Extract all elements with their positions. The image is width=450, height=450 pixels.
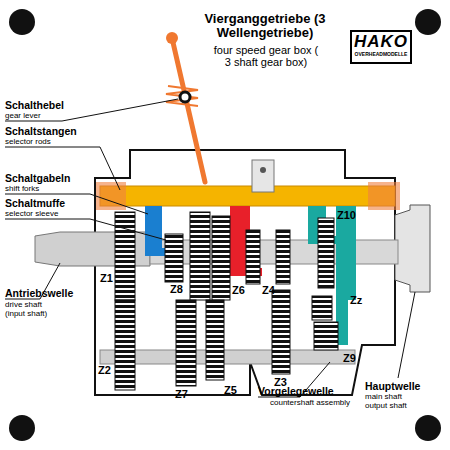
synchro-gear xyxy=(246,230,260,284)
callout-number: Z4 xyxy=(262,284,275,296)
part-name-english: selector sleeve xyxy=(5,210,58,219)
logo-subtext: OVERHEADMODELLE xyxy=(352,51,410,58)
leader-line xyxy=(398,292,415,378)
leader-line xyxy=(5,99,178,121)
subtitle: four speed gear box ( 3 shaft gear box) xyxy=(210,44,322,68)
mounting-hole xyxy=(415,9,441,35)
countershaft xyxy=(100,350,355,364)
reverse-fork xyxy=(336,206,356,345)
gear xyxy=(318,218,334,288)
gear xyxy=(276,230,290,284)
gear xyxy=(314,322,338,350)
gear xyxy=(115,212,135,300)
part-name: Schaltstangen xyxy=(5,126,77,138)
part-name: Vorgelegewelle xyxy=(258,386,334,398)
title: Vierganggetriebe (3 Wellengetriebe) xyxy=(195,12,335,41)
callout-number: Zz xyxy=(350,294,362,306)
gear xyxy=(176,300,196,386)
callout-number: Z10 xyxy=(337,209,356,221)
logo-text: HAKO xyxy=(352,32,410,51)
rod-end-block xyxy=(368,182,400,210)
selector-rod xyxy=(100,186,395,206)
part-name: Antriebswelle xyxy=(5,288,73,300)
callout-number: Z6 xyxy=(232,284,245,296)
leader-line xyxy=(5,219,166,240)
part-name: Schaltmuffe xyxy=(5,198,65,210)
gear xyxy=(272,290,290,374)
synchro-gear xyxy=(165,234,183,282)
part-name: Schaltgabeln xyxy=(5,173,70,185)
callout-number: Z8 xyxy=(170,283,183,295)
lever-spring xyxy=(166,86,198,106)
gear xyxy=(190,212,210,300)
callout-number: Z2 xyxy=(98,364,111,376)
detent-ball xyxy=(260,167,266,173)
part-name-english: main shaft output shaft xyxy=(365,393,421,411)
gear-lever xyxy=(172,38,205,182)
detent-block xyxy=(252,160,274,192)
gear xyxy=(115,300,135,390)
callout-number: Z3 xyxy=(274,376,287,388)
lever-knob xyxy=(166,32,178,44)
mounting-hole xyxy=(9,9,35,35)
callout-number: Z1 xyxy=(100,272,113,284)
part-name-english: drive shaft (input shaft) xyxy=(5,301,63,319)
output-flange xyxy=(395,205,430,292)
part-name: Hauptwelle xyxy=(365,381,420,393)
part-name-english: countershaft assembly xyxy=(270,399,350,408)
part-name-english: gear lever xyxy=(5,112,41,121)
callout-number: Z7 xyxy=(175,388,188,400)
rod-end-block xyxy=(96,182,126,210)
callout-number: Z9 xyxy=(343,352,356,364)
part-name-english: selector rods xyxy=(5,138,51,147)
gear xyxy=(206,300,224,380)
gear xyxy=(212,216,230,300)
callout-number: Z5 xyxy=(224,384,237,396)
lever-pivot xyxy=(180,92,190,102)
part-name-english: shift forks xyxy=(5,185,39,194)
mounting-hole xyxy=(415,415,441,441)
mounting-hole xyxy=(9,415,35,441)
main-shaft xyxy=(150,240,398,264)
leader-line xyxy=(5,147,120,190)
reverse-gear xyxy=(312,296,332,320)
housing-outline xyxy=(95,150,395,395)
part-name: Schalthebel xyxy=(5,100,64,112)
logo-box: HAKOOVERHEADMODELLE xyxy=(350,30,412,64)
